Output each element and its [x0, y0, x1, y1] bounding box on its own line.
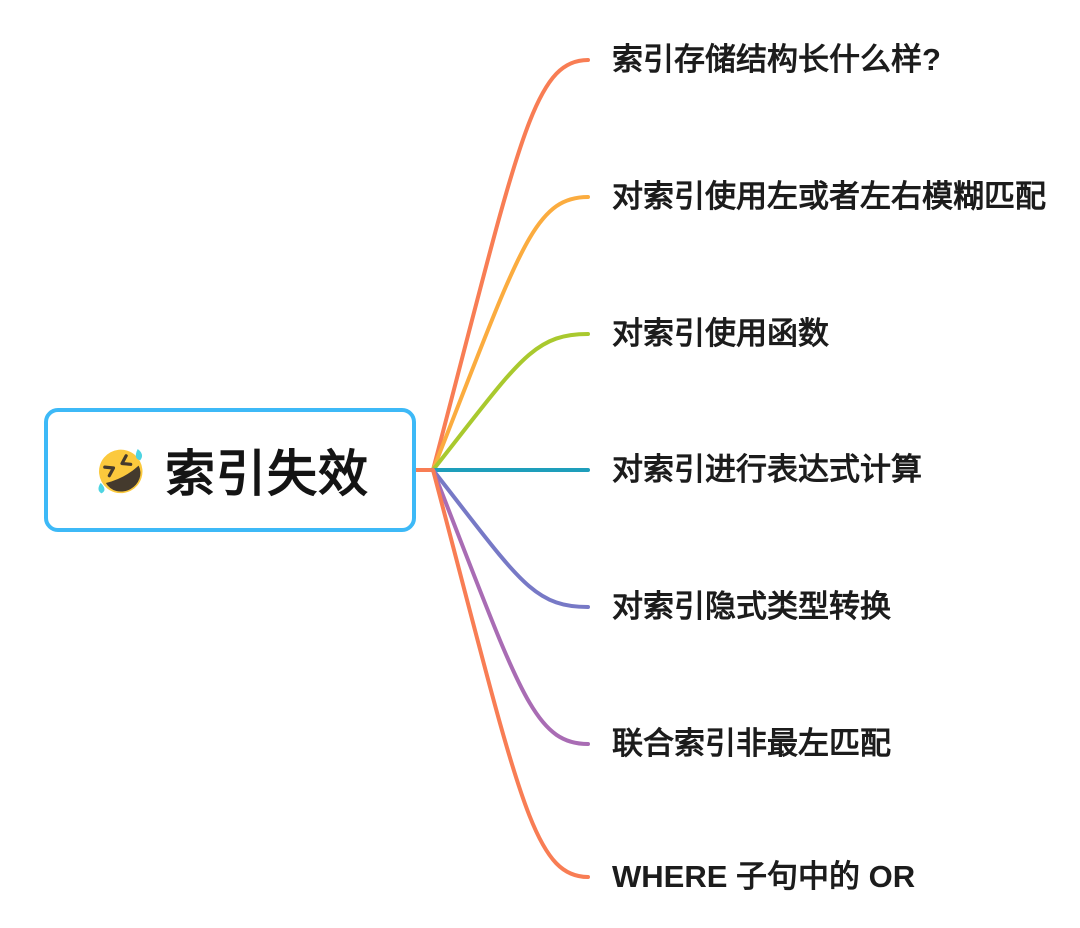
rofl-emoji-icon — [98, 449, 143, 494]
branch-curve-2 — [431, 195, 590, 472]
branch-label-5[interactable]: 对索引隐式类型转换 — [612, 589, 891, 624]
branch-label-7[interactable]: WHERE 子句中的 OR — [612, 859, 916, 894]
root-node-label: 索引失效 — [165, 446, 369, 502]
branch-curve-1 — [431, 58, 590, 472]
branch-label-3[interactable]: 对索引使用函数 — [612, 316, 829, 351]
branch-label-6[interactable]: 联合索引非最左匹配 — [612, 726, 891, 761]
branch-curve-6 — [431, 468, 590, 746]
root-node[interactable]: 索引失效 — [44, 408, 416, 532]
branch-curve-7 — [431, 468, 590, 879]
branch-label-2[interactable]: 对索引使用左或者左右模糊匹配 — [612, 179, 1046, 214]
branch-label-1[interactable]: 索引存储结构长什么样? — [612, 42, 941, 77]
branch-curve-5 — [431, 468, 590, 609]
branch-curve-3 — [431, 332, 590, 472]
branch-label-4[interactable]: 对索引进行表达式计算 — [612, 452, 922, 487]
